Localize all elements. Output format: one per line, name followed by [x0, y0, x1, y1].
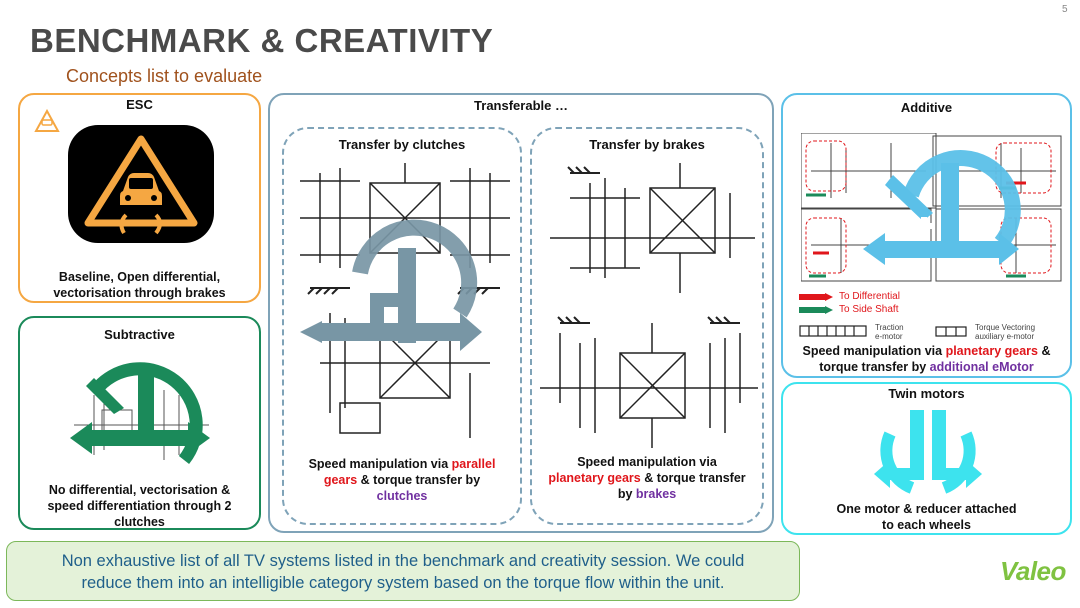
clutches-caption-1: Speed manipulation via parallel: [284, 456, 520, 472]
summary-note: Non exhaustive list of all TV systems li…: [6, 541, 800, 601]
clutches-cap-c: gears: [323, 473, 358, 487]
additive-cap-e: additional eMotor: [929, 360, 1034, 374]
clutches-caption-2: gears & torque transfer by: [284, 472, 520, 488]
additive-cap-a: Speed manipulation via: [802, 344, 946, 358]
brakes-panel: Transfer by brakes Speed manipul: [530, 127, 764, 525]
clutches-cap-a: Speed manipulation via: [308, 457, 452, 471]
additive-card: Additive: [781, 93, 1072, 378]
brakes-gear-diagram: [540, 163, 758, 448]
summary-note-line-2: reduce them into an intelligible categor…: [81, 574, 725, 592]
subtractive-card: Subtractive No differential, vectorisati…: [18, 316, 261, 530]
brakes-title: Transfer by brakes: [589, 137, 705, 152]
brakes-caption-2: planetary gears & torque transfer: [532, 470, 762, 486]
additive-cap-c: &: [1038, 344, 1051, 358]
esc-caption-2: vectorisation through brakes: [53, 286, 226, 300]
clutches-cap-b: parallel: [451, 457, 496, 471]
traction-motor-icon: [799, 325, 867, 337]
esc-card: ESC Baseline, Open differential, vectori…: [18, 93, 261, 303]
valeo-logo: Valeo: [1000, 556, 1066, 586]
additive-cap-b: planetary gears: [945, 344, 1038, 358]
brakes-caption-3: by brakes: [532, 486, 762, 502]
subtractive-title: Subtractive: [104, 327, 175, 342]
tv-motor-icon: [935, 326, 967, 337]
additive-caption-2: torque transfer by additional eMotor: [783, 359, 1070, 375]
legend-red-arrow: [799, 293, 833, 301]
legend-green-arrow: [799, 306, 833, 314]
esc-small-icon: [34, 109, 60, 132]
additive-caption-1: Speed manipulation via planetary gears &: [783, 343, 1070, 359]
twin-caption-2: to each wheels: [882, 518, 971, 532]
twin-caption-1: One motor & reducer attached: [836, 502, 1017, 516]
clutches-gear-diagram: [300, 163, 510, 438]
legend-tv-1: Torque Vectoring: [975, 323, 1036, 332]
clutches-panel: Transfer by clutches: [282, 127, 522, 525]
page-number: 5: [1062, 4, 1068, 15]
brakes-caption-1: Speed manipulation via: [577, 455, 717, 469]
twin-motors-flow-icon: [874, 410, 982, 494]
clutches-cap-d: & torque transfer by: [357, 473, 481, 487]
clutches-title: Transfer by clutches: [338, 137, 466, 152]
additive-gear-diagram: [801, 133, 1062, 282]
page-subtitle: Concepts list to evaluate: [66, 66, 263, 86]
brakes-cap-d: by: [617, 487, 636, 501]
additive-title: Additive: [900, 100, 953, 115]
transferable-card: Transferable … Transfer by clutches: [268, 93, 774, 533]
subtractive-caption-3: clutches: [114, 515, 165, 529]
brakes-cap-c: & torque transfer: [640, 471, 746, 485]
legend-tv-2: auxiliary e-motor: [975, 332, 1035, 341]
page-title: BENCHMARK & CREATIVITY: [30, 22, 494, 59]
legend-to-differential: To Differential: [839, 291, 900, 302]
twin-motors-title: Twin motors: [888, 386, 965, 401]
legend-traction-1: Traction: [875, 323, 904, 332]
esc-caption-1: Baseline, Open differential,: [58, 270, 221, 284]
brakes-cap-b: planetary gears: [548, 471, 641, 485]
additive-cap-d: torque transfer by: [819, 360, 930, 374]
esc-title: ESC: [126, 97, 153, 112]
transferable-title: Transferable …: [474, 98, 568, 113]
subtractive-caption-2: speed differentiation through 2: [47, 499, 232, 513]
clutches-caption-3: clutches: [376, 489, 428, 503]
legend-traction-2: e-motor: [875, 332, 903, 341]
brakes-cap-e: brakes: [635, 487, 677, 501]
subtractive-caption-1: No differential, vectorisation &: [48, 483, 231, 497]
esc-warning-icon: [68, 125, 214, 243]
twin-motors-card: Twin motors One motor & reducer attached…: [781, 382, 1072, 535]
summary-note-line-1: Non exhaustive list of all TV systems li…: [61, 552, 745, 570]
legend-to-side-shaft: To Side Shaft: [839, 304, 899, 315]
subtractive-flow-icon: [70, 362, 210, 465]
